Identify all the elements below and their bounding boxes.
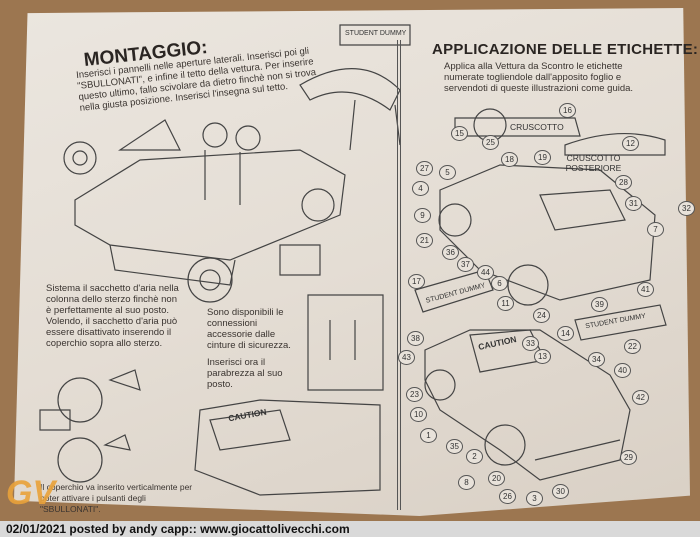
callout-number: 9 bbox=[414, 208, 431, 223]
callout-number: 2 bbox=[466, 449, 483, 464]
callout-number: 14 bbox=[557, 326, 574, 341]
section-divider bbox=[397, 40, 401, 510]
callout-number: 39 bbox=[591, 297, 608, 312]
photo-caption: 02/01/2021 posted by andy capp:: www.gio… bbox=[0, 521, 700, 537]
callout-number: 10 bbox=[410, 407, 427, 422]
seatbelt-drawing bbox=[307, 294, 384, 391]
callout-number: 34 bbox=[588, 352, 605, 367]
roof-sign-label: STUDENT DUMMY bbox=[345, 30, 407, 37]
callout-number: 36 bbox=[442, 245, 459, 260]
callout-number: 22 bbox=[624, 339, 641, 354]
callout-number: 25 bbox=[482, 135, 499, 150]
callout-number: 16 bbox=[559, 103, 576, 118]
windshield-drawing bbox=[194, 399, 381, 496]
callout-number: 13 bbox=[534, 349, 551, 364]
labels-title: APPLICAZIONE DELLE ETICHETTE: bbox=[432, 41, 699, 58]
callout-number: 40 bbox=[614, 363, 631, 378]
callout-number: 19 bbox=[534, 150, 551, 165]
callout-number: 29 bbox=[620, 450, 637, 465]
callout-number: 42 bbox=[632, 390, 649, 405]
callout-number: 21 bbox=[416, 233, 433, 248]
cover-instructions: Il coperchio va inserito verticalmente p… bbox=[40, 482, 193, 514]
callout-number: 7 bbox=[647, 222, 664, 237]
callout-number: 41 bbox=[637, 282, 654, 297]
callout-number: 17 bbox=[408, 274, 425, 289]
callout-number: 11 bbox=[497, 296, 514, 311]
callout-number: 3 bbox=[526, 491, 543, 506]
callout-number: 37 bbox=[457, 257, 474, 272]
roof-drawing bbox=[299, 24, 411, 151]
callout-number: 43 bbox=[398, 350, 415, 365]
callout-number: 18 bbox=[501, 152, 518, 167]
callout-number: 28 bbox=[615, 175, 632, 190]
callout-number: 20 bbox=[488, 471, 505, 486]
callout-number: 4 bbox=[412, 181, 429, 196]
rear-dashboard-label: CRUSCOTTO POSTERIORE bbox=[565, 153, 622, 173]
callout-number: 32 bbox=[678, 201, 695, 216]
callout-number: 8 bbox=[458, 475, 475, 490]
sign-drawings bbox=[414, 269, 667, 341]
rear-car-drawing bbox=[438, 164, 656, 306]
airbag-instructions: Sistema il sacchetto d'aria nella colonn… bbox=[46, 283, 179, 349]
callout-number: 30 bbox=[552, 484, 569, 499]
airbag-drawings bbox=[39, 369, 141, 483]
callout-number: 33 bbox=[522, 336, 539, 351]
watermark-logo: GV bbox=[6, 474, 56, 512]
callout-number: 15 bbox=[451, 126, 468, 141]
callout-number: 38 bbox=[407, 331, 424, 346]
callout-number: 44 bbox=[477, 265, 494, 280]
callout-number: 6 bbox=[491, 276, 508, 291]
labels-intro: Applica alla Vettura da Scontro le etich… bbox=[444, 61, 634, 94]
windshield-instructions: Inserisci ora il parabrezza al suo posto… bbox=[207, 357, 283, 390]
callout-number: 5 bbox=[439, 165, 456, 180]
callout-number: 31 bbox=[625, 196, 642, 211]
callout-number: 26 bbox=[499, 489, 516, 504]
callout-number: 35 bbox=[446, 439, 463, 454]
convertible-car-drawing bbox=[63, 119, 346, 303]
dashboard-label: CRUSCOTTO bbox=[510, 122, 564, 132]
callout-number: 24 bbox=[533, 308, 550, 323]
callout-number: 1 bbox=[420, 428, 437, 443]
callout-number: 12 bbox=[622, 136, 639, 151]
seatbelt-instructions: Sono disponibili le connessioni accessor… bbox=[207, 307, 291, 351]
callout-number: 27 bbox=[416, 161, 433, 176]
callout-number: 23 bbox=[406, 387, 423, 402]
